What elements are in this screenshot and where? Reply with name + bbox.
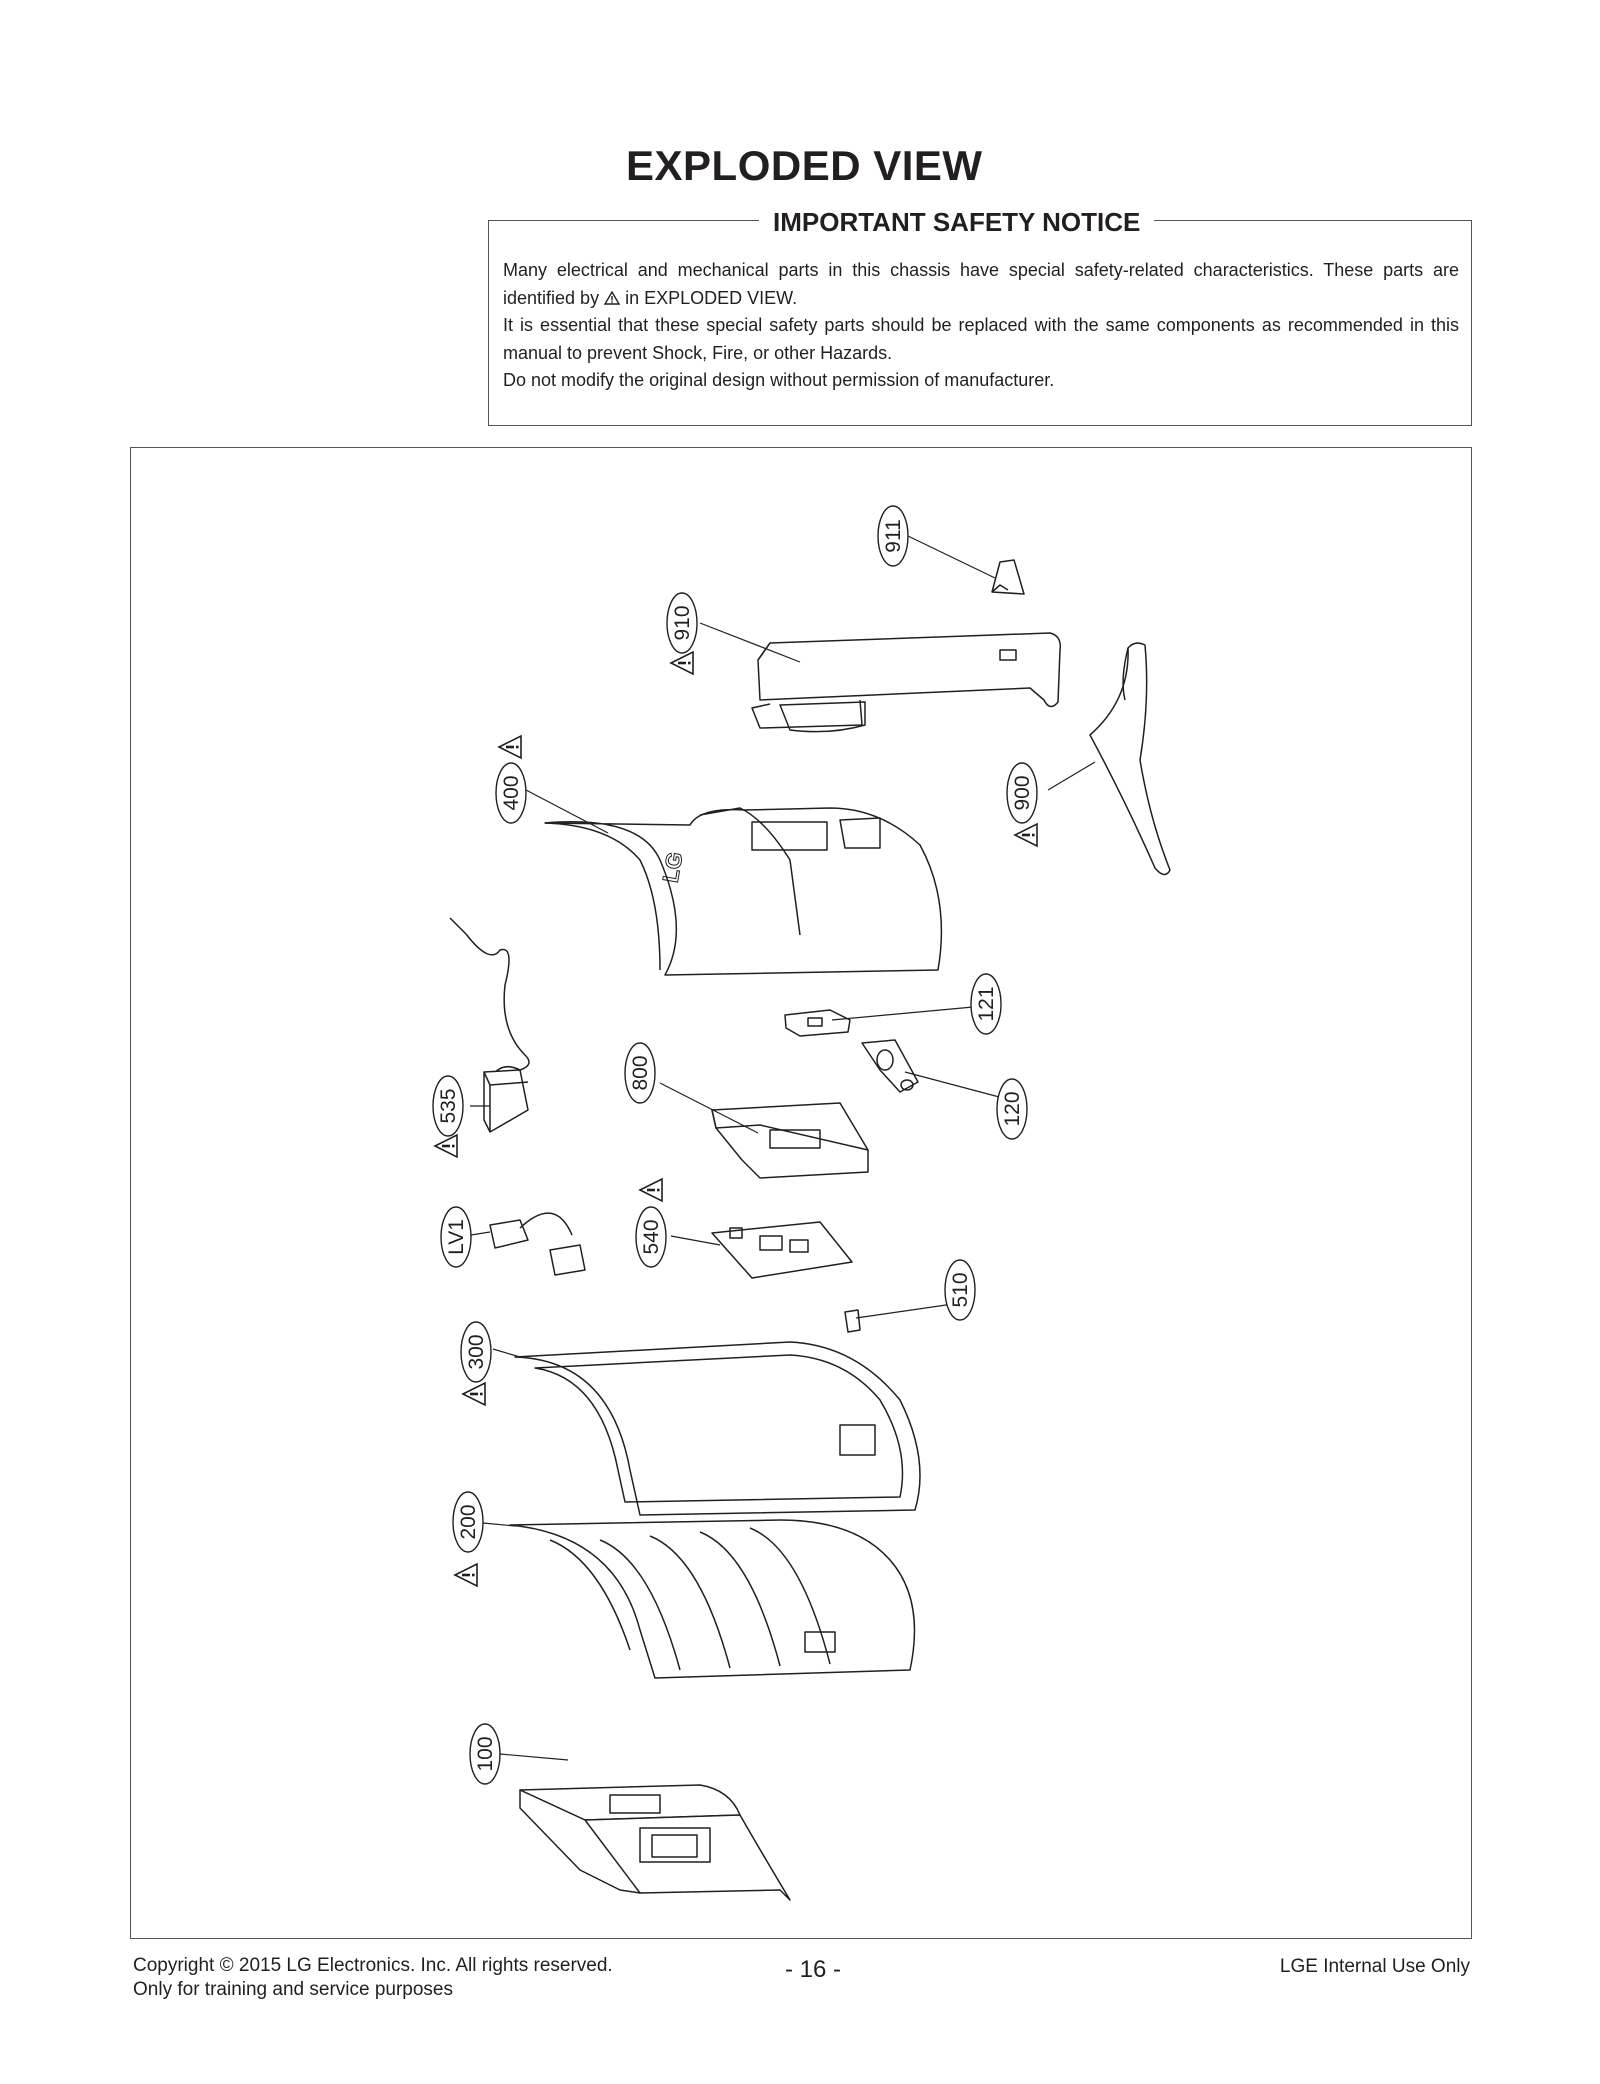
part-400-back-cover — [544, 807, 943, 976]
callout-label-535: 535 — [437, 1088, 460, 1123]
part-200-panel — [509, 1519, 916, 1679]
callout-label-LV1: LV1 — [445, 1219, 468, 1255]
callout-LV1 — [440, 1206, 472, 1268]
warning-triangle-icon — [1014, 823, 1038, 847]
part-120-board — [861, 1039, 919, 1093]
callout-800 — [624, 1042, 656, 1104]
notice-line1-after: in EXPLODED VIEW. — [625, 287, 798, 308]
notice-paragraph-1: Many electrical and mechanical parts in … — [503, 257, 1459, 312]
part-900-stand-base — [1089, 642, 1171, 876]
notice-paragraph-2: It is essential that these special safet… — [503, 315, 1459, 363]
lg-logo: LG — [658, 850, 688, 884]
part-535-adapter — [449, 917, 530, 1133]
callout-label-200: 200 — [457, 1504, 480, 1539]
callout-label-510: 510 — [949, 1272, 972, 1307]
callout-535 — [432, 1075, 464, 1137]
warning-triangle-icon — [498, 735, 522, 759]
footer-copyright: Copyright © 2015 LG Electronics. Inc. Al… — [133, 1955, 613, 1976]
diagram-frame — [130, 447, 1472, 1939]
warning-triangle-icon — [462, 1382, 486, 1406]
notice-paragraph-3: Do not modify the original design withou… — [503, 370, 1055, 390]
part-800-bracket — [711, 1102, 869, 1179]
part-910-stand-neck — [751, 632, 1062, 733]
page-title: EXPLODED VIEW — [626, 142, 983, 189]
footer-copyright-block: Copyright © 2015 LG Electronics. Inc. Al… — [133, 1954, 613, 2002]
callout-510 — [944, 1259, 976, 1321]
part-911-cap — [991, 559, 1025, 595]
callout-label-120: 120 — [1001, 1091, 1024, 1126]
callout-label-100: 100 — [474, 1736, 497, 1771]
part-100-box — [519, 1784, 791, 1901]
safety-notice-body: Many electrical and mechanical parts in … — [503, 257, 1459, 395]
callout-label-910: 910 — [671, 605, 694, 640]
callout-910 — [666, 592, 698, 654]
safety-notice-box: IMPORTANT SAFETY NOTICE Many electrical … — [488, 207, 1472, 426]
safety-notice-heading: IMPORTANT SAFETY NOTICE — [759, 207, 1155, 238]
warning-triangle-icon — [604, 290, 621, 305]
warning-triangle-icon — [670, 651, 694, 675]
warning-triangle-icon — [434, 1134, 458, 1158]
callout-label-800: 800 — [629, 1055, 652, 1090]
footer-usage: LGE Internal Use Only — [1279, 1956, 1470, 1977]
part-540-main-board — [711, 1221, 853, 1279]
part-LV1-cable — [489, 1212, 586, 1276]
callout-200 — [452, 1491, 484, 1553]
leader-lines — [470, 535, 1096, 1761]
callout-120 — [996, 1078, 1028, 1140]
warning-triangle-icon — [454, 1563, 478, 1587]
callout-400 — [495, 762, 527, 824]
callout-900 — [1006, 762, 1038, 824]
callout-300 — [460, 1321, 492, 1383]
callout-label-911: 911 — [882, 519, 905, 552]
page-number: - 16 - — [785, 1956, 842, 1983]
callout-911 — [877, 505, 909, 567]
footer-purpose: Only for training and service purposes — [133, 1979, 453, 2000]
warning-triangle-icon — [639, 1178, 663, 1202]
callout-100 — [469, 1723, 501, 1785]
callout-label-540: 540 — [640, 1219, 663, 1254]
part-300-frame — [514, 1341, 921, 1516]
callout-121 — [970, 973, 1002, 1035]
callout-label-121: 121 — [975, 986, 998, 1021]
callout-540 — [635, 1206, 667, 1268]
callout-label-400: 400 — [500, 775, 523, 810]
part-121-board — [784, 1009, 851, 1037]
notice-line1-before: Many electrical and mechanical parts in … — [503, 260, 1459, 308]
callout-label-900: 900 — [1011, 775, 1034, 810]
part-510-component — [844, 1309, 861, 1333]
callout-label-300: 300 — [465, 1334, 488, 1369]
